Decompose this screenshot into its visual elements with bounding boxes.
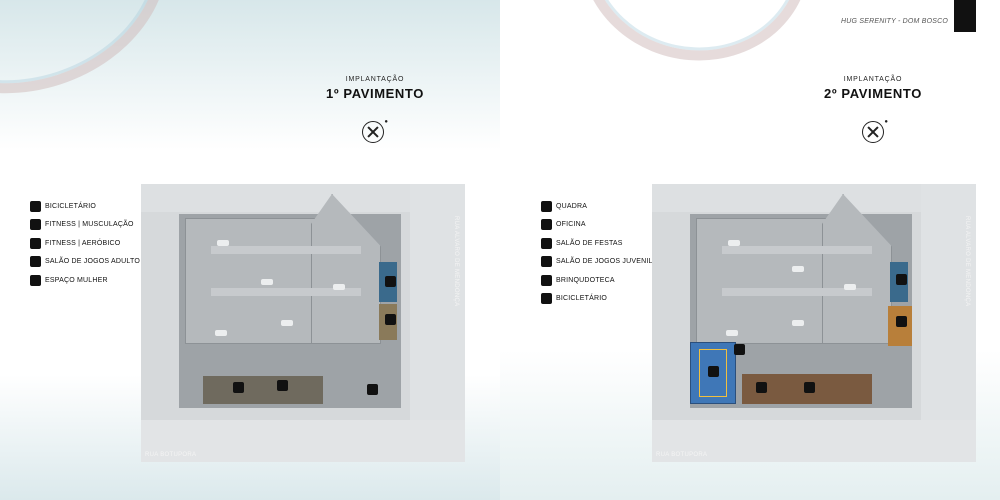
legend-label: QUADRA	[556, 202, 588, 210]
legend-label: SALÃO DE FESTAS	[556, 239, 623, 247]
street	[921, 184, 976, 462]
parking-area	[822, 194, 892, 344]
legend-marker	[367, 384, 378, 395]
legend-marker	[541, 219, 552, 231]
car	[333, 284, 345, 290]
legend-item: BICICLETÁRIO	[30, 197, 140, 216]
legend-item: SALÃO DE FESTAS	[541, 234, 653, 253]
legend-label: SALÃO DE JOGOS JUVENIL	[556, 258, 653, 266]
legend-marker	[541, 237, 552, 249]
legend-label: BICICLETÁRIO	[45, 202, 97, 210]
legend-item: FITNESS | AERÓBICO	[30, 234, 140, 253]
car	[261, 279, 273, 285]
legend-marker	[708, 366, 719, 377]
compass-icon: ●	[862, 119, 888, 143]
driveway	[211, 288, 361, 296]
legend-label: FITNESS | MUSCULAÇÃO	[45, 221, 134, 229]
car	[217, 240, 229, 246]
legend-marker	[896, 316, 907, 327]
parking-area	[185, 218, 335, 344]
legend-marker	[385, 314, 396, 325]
legend-label: OFICINA	[556, 221, 586, 229]
legend-item: QUADRA	[541, 197, 653, 216]
legend-marker	[541, 256, 552, 268]
car	[215, 330, 227, 336]
car	[792, 266, 804, 272]
driveway	[722, 288, 872, 296]
street-name: RUA BOTUPORA	[656, 452, 708, 458]
legend-marker	[233, 382, 244, 393]
street	[410, 184, 465, 462]
legend: QUADRA OFICINA SALÃO DE FESTAS SALÃO DE …	[541, 197, 653, 308]
legend-label: SALÃO DE JOGOS ADULTO	[45, 258, 140, 266]
street-name: RUA ALVARO DE MENDONÇA	[453, 216, 459, 307]
legend-label: BRINQUDOTECA	[556, 276, 615, 284]
legend-label: ESPAÇO MULHER	[45, 276, 108, 284]
floor-subtitle: IMPLANTAÇÃO	[843, 76, 903, 83]
street	[652, 420, 976, 462]
floor-heading: IMPLANTAÇÃO 1º PAVIMENTO	[295, 76, 455, 101]
floor-heading: IMPLANTAÇÃO 2º PAVIMENTO	[793, 76, 953, 101]
legend-item: ESPAÇO MULHER	[30, 271, 140, 290]
legend-item: BICICLETÁRIO	[541, 290, 653, 309]
legend-item: OFICINA	[541, 216, 653, 235]
legend-item: FITNESS | MUSCULAÇÃO	[30, 216, 140, 235]
car	[726, 330, 738, 336]
car	[844, 284, 856, 290]
legend-marker	[30, 200, 41, 212]
legend-marker	[541, 293, 552, 305]
street-name: RUA BOTUPORA	[145, 452, 197, 458]
legend-marker	[385, 276, 396, 287]
floor-plan-1: RUA BOTUPORA RUA ALVARO DE MENDONÇA	[141, 184, 465, 462]
driveway	[211, 246, 361, 254]
legend-marker	[896, 274, 907, 285]
corner-tab	[954, 0, 976, 32]
legend-item: SALÃO DE JOGOS ADULTO	[30, 253, 140, 272]
amenity-block	[203, 376, 323, 404]
legend-marker	[541, 200, 552, 212]
street-name: RUA ALVARO DE MENDONÇA	[964, 216, 970, 307]
legend-marker	[30, 256, 41, 268]
floor-plan-2: RUA BOTUPORA RUA ALVARO DE MENDONÇA	[652, 184, 976, 462]
legend-label: FITNESS | AERÓBICO	[45, 239, 121, 247]
legend-marker	[734, 344, 745, 355]
car	[281, 320, 293, 326]
legend-marker	[30, 237, 41, 249]
legend-marker	[30, 274, 41, 286]
legend: BICICLETÁRIO FITNESS | MUSCULAÇÃO FITNES…	[30, 197, 140, 290]
floor-title: 1º PAVIMENTO	[326, 86, 424, 101]
legend-marker	[756, 382, 767, 393]
legend-marker	[541, 274, 552, 286]
car	[792, 320, 804, 326]
legend-marker	[804, 382, 815, 393]
legend-item: SALÃO DE JOGOS JUVENIL	[541, 253, 653, 272]
project-label: HUG SERENITY - DOM BOSCO	[841, 18, 948, 25]
driveway	[722, 246, 872, 254]
legend-marker	[30, 219, 41, 231]
court-lines	[699, 349, 727, 397]
legend-item: BRINQUDOTECA	[541, 271, 653, 290]
car	[728, 240, 740, 246]
compass-icon: ●	[362, 119, 388, 143]
legend-marker	[277, 380, 288, 391]
floor-subtitle: IMPLANTAÇÃO	[345, 76, 405, 83]
floor-title: 2º PAVIMENTO	[824, 86, 922, 101]
legend-label: BICICLETÁRIO	[556, 295, 608, 303]
street	[141, 420, 465, 462]
